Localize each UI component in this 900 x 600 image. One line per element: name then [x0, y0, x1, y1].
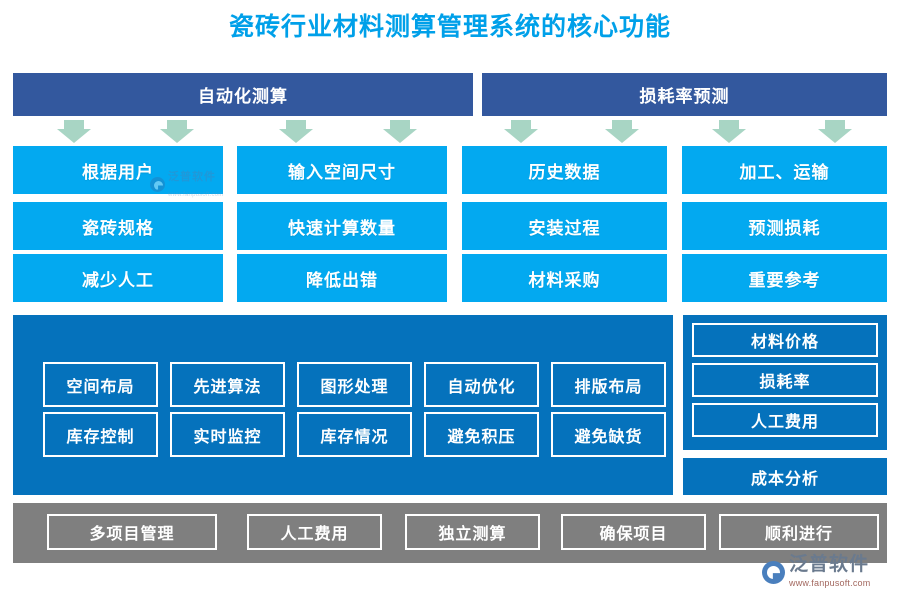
- down-arrow-icon: [605, 120, 639, 143]
- footer-cell-smooth-progress[interactable]: 顺利进行: [719, 514, 879, 550]
- footer-cell-labor-cost[interactable]: 人工费用: [247, 514, 382, 550]
- mid-cell-graphics-process[interactable]: 图形处理: [297, 362, 412, 407]
- down-arrow-icon: [279, 120, 313, 143]
- mid-cell-typeset-layout[interactable]: 排版布局: [551, 362, 666, 407]
- mid-cell-avoid-overstock[interactable]: 避免积压: [424, 412, 539, 457]
- feature-box-reduce-labor[interactable]: 减少人工: [13, 254, 223, 302]
- feature-box-install-process[interactable]: 安装过程: [462, 202, 667, 250]
- feature-box-material-purchase[interactable]: 材料采购: [462, 254, 667, 302]
- mid-cell-avoid-shortage[interactable]: 避免缺货: [551, 412, 666, 457]
- footer-bar: 多项目管理 人工费用 独立测算 确保项目 顺利进行: [13, 503, 887, 563]
- cost-cell-loss-rate[interactable]: 损耗率: [692, 363, 878, 397]
- mid-feature-panel: 空间布局 先进算法 图形处理 自动优化 排版布局 库存控制 实时监控 库存情况 …: [13, 315, 673, 495]
- down-arrow-icon: [504, 120, 538, 143]
- cost-cell-material-price[interactable]: 材料价格: [692, 323, 878, 357]
- down-arrow-icon: [57, 120, 91, 143]
- cost-analysis-bar[interactable]: 成本分析: [683, 458, 887, 495]
- feature-box-fast-count[interactable]: 快速计算数量: [237, 202, 447, 250]
- feature-box-process-transport[interactable]: 加工、运输: [682, 146, 887, 194]
- section-header-loss-rate: 损耗率预测: [482, 73, 887, 116]
- feature-box-predict-loss[interactable]: 预测损耗: [682, 202, 887, 250]
- down-arrow-icon: [712, 120, 746, 143]
- down-arrow-icon: [818, 120, 852, 143]
- footer-cell-multi-project[interactable]: 多项目管理: [47, 514, 217, 550]
- feature-box-key-reference[interactable]: 重要参考: [682, 254, 887, 302]
- cost-factor-panel: 材料价格 损耗率 人工费用: [683, 315, 887, 450]
- mid-cell-space-layout[interactable]: 空间布局: [43, 362, 158, 407]
- mid-cell-realtime-monitor[interactable]: 实时监控: [170, 412, 285, 457]
- feature-box-input-size[interactable]: 输入空间尺寸: [237, 146, 447, 194]
- footer-cell-independent-calc[interactable]: 独立测算: [405, 514, 540, 550]
- feature-box-history-data[interactable]: 历史数据: [462, 146, 667, 194]
- mid-cell-auto-optimize[interactable]: 自动优化: [424, 362, 539, 407]
- footer-cell-ensure-project[interactable]: 确保项目: [561, 514, 706, 550]
- fanpu-logo-icon: [762, 561, 785, 584]
- mid-cell-inventory-control[interactable]: 库存控制: [43, 412, 158, 457]
- mid-cell-advanced-algo[interactable]: 先进算法: [170, 362, 285, 407]
- mid-cell-inventory-status[interactable]: 库存情况: [297, 412, 412, 457]
- watermark-url: www.fanpusoft.com: [789, 578, 871, 588]
- feature-box-user-basis[interactable]: 根据用户: [13, 146, 223, 194]
- section-header-automation: 自动化测算: [13, 73, 473, 116]
- page-title: 瓷砖行业材料测算管理系统的核心功能: [228, 13, 671, 41]
- feature-box-tile-spec[interactable]: 瓷砖规格: [13, 202, 223, 250]
- feature-box-reduce-errors[interactable]: 降低出错: [237, 254, 447, 302]
- down-arrow-icon: [160, 120, 194, 143]
- down-arrow-icon: [383, 120, 417, 143]
- cost-cell-labor-cost[interactable]: 人工费用: [692, 403, 878, 437]
